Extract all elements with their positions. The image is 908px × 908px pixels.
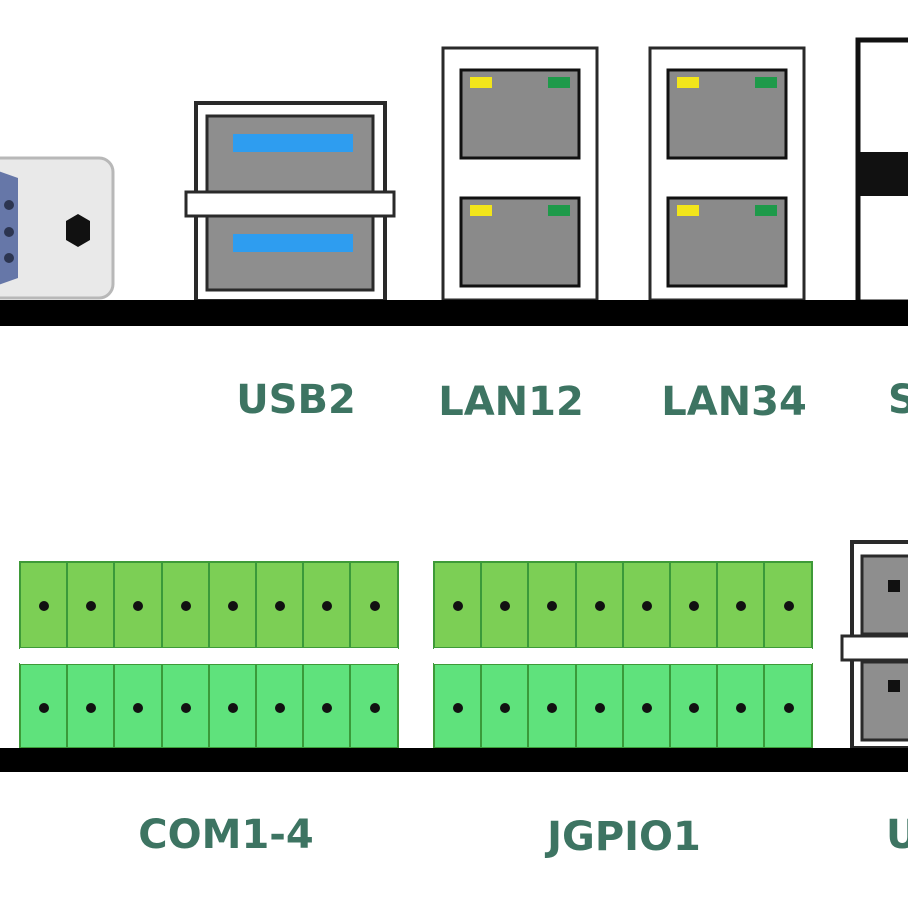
rj45-port-icon	[648, 46, 806, 302]
terminal-dividers	[480, 562, 765, 748]
terminal-pins	[453, 601, 794, 713]
label-usb2: USB2	[236, 377, 356, 423]
terminal-block-icon	[19, 561, 399, 749]
terminal-pins	[39, 601, 380, 713]
rj45-port-icon	[441, 46, 599, 302]
label-partial-right-bottom: U	[886, 812, 908, 858]
db9-serial-port-icon	[0, 156, 115, 300]
label-lan34: LAN34	[661, 379, 807, 425]
terminal-dividers	[66, 562, 351, 748]
bottom-panel-bar	[0, 748, 908, 772]
partial-usb-port-icon	[840, 540, 908, 750]
hex-screw-icon	[66, 214, 90, 247]
label-jgpio1: JGPIO1	[544, 814, 701, 860]
label-partial-right-top: S	[888, 377, 908, 423]
terminal-block-icon	[433, 561, 813, 749]
usb-port-icon	[184, 101, 396, 303]
partial-connector-top-right	[855, 37, 908, 305]
label-lan12: LAN12	[438, 379, 584, 425]
label-com1-4: COM1-4	[138, 812, 313, 858]
top-panel-bar	[0, 300, 908, 326]
